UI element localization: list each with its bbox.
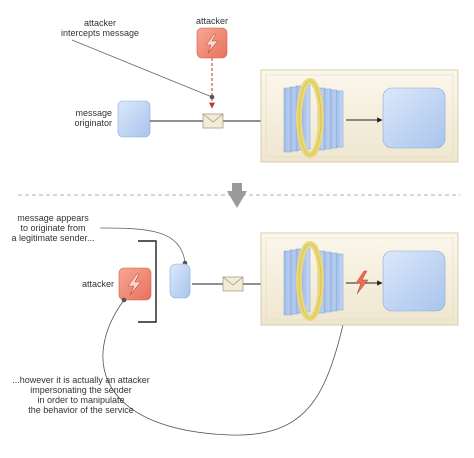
divider xyxy=(18,183,460,208)
bottom-envelope-icon xyxy=(222,276,244,292)
top-envelope-icon xyxy=(202,113,224,129)
impersonation-hit-lightning-icon xyxy=(355,270,369,295)
bottom-however-label: ...however it is actually an attacker im… xyxy=(12,375,150,415)
top-originator-node xyxy=(117,100,151,138)
top-attacker-node xyxy=(196,27,228,59)
top-attacker-label: attacker xyxy=(195,16,228,26)
top-service-core xyxy=(382,87,446,149)
top-originator-label: message originator xyxy=(74,108,112,128)
bottom-service-core xyxy=(382,250,446,312)
lightning-bolt-icon xyxy=(205,33,219,54)
bottom-attacker-label: attacker xyxy=(81,279,114,289)
top-intercepts-label: attacker intercepts message xyxy=(60,18,140,38)
bottom-impersonation-curve xyxy=(102,287,353,436)
bottom-appears-label: message appears to originate from a legi… xyxy=(11,213,95,243)
bottom-appears-curve xyxy=(99,227,186,263)
top-intercept-leader xyxy=(71,39,215,100)
down-arrow-icon xyxy=(227,191,247,208)
bottom-attacker-node xyxy=(118,267,152,301)
lightning-bolt-icon xyxy=(127,273,142,296)
bottom-fake-sender xyxy=(169,263,191,299)
bottom-bracket xyxy=(138,240,157,323)
